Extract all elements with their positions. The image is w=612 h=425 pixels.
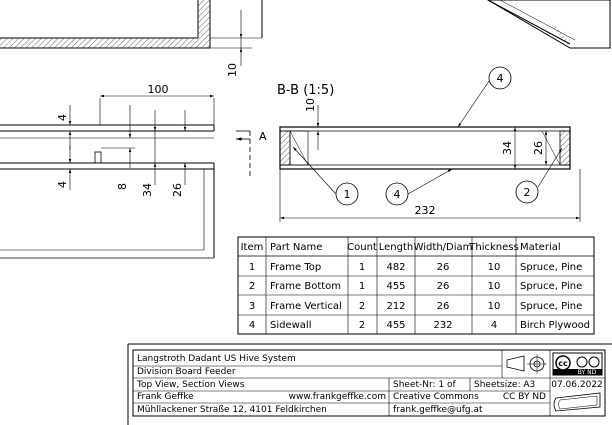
dim-top-10: 10: [226, 63, 239, 77]
section-dim-10: 10: [304, 98, 317, 112]
title-project: Langstroth Dadant US Hive System: [137, 354, 296, 364]
header-thickness: Thickness: [468, 242, 518, 253]
cell: 3: [249, 301, 255, 312]
parts-list-grid: [237, 236, 595, 335]
dim-left-4-top: 4: [56, 114, 69, 121]
cell: Frame Vertical: [270, 301, 342, 312]
cell: 482: [386, 262, 405, 273]
parts-list-row: 3 Frame Vertical 2 212 26 10 Spruce, Pin…: [249, 301, 582, 312]
title-website: www.frankgeffke.com: [289, 392, 386, 402]
header-part-name: Part Name: [270, 242, 322, 253]
title-license-name: Creative Commons: [393, 392, 479, 402]
balloon-4-bottom: 4: [394, 188, 401, 201]
cell: 2: [359, 301, 365, 312]
cell: 10: [488, 281, 501, 292]
cell: 26: [437, 262, 450, 273]
dim-8: 8: [116, 183, 129, 190]
title-author: Frank Geffke: [137, 392, 194, 402]
cell: Spruce, Pine: [520, 301, 582, 312]
dim-26: 26: [171, 183, 184, 197]
cell: 212: [386, 301, 405, 312]
section-view: [279, 66, 581, 222]
upper-partial-view: [0, 0, 263, 66]
cell: 10: [488, 301, 501, 312]
cell: 1: [249, 262, 255, 273]
cell: Spruce, Pine: [520, 262, 582, 273]
cell: 232: [433, 320, 452, 331]
cell: 1: [359, 262, 365, 273]
top-view: [0, 94, 251, 259]
parts-list-row: 4 Sidewall 2 455 232 4 Birch Plywood: [249, 320, 590, 331]
header-item: Item: [241, 242, 264, 253]
title-license-code: CC BY ND: [503, 392, 546, 402]
balloon-4-top: 4: [497, 72, 504, 85]
cell: 455: [386, 320, 405, 331]
parts-list-row: 2 Frame Bottom 1 455 26 10 Spruce, Pine: [249, 281, 582, 292]
cell: Frame Top: [270, 262, 321, 273]
cc-badge-small: BY ND: [578, 369, 597, 376]
cell: Spruce, Pine: [520, 281, 582, 292]
balloon-2: 2: [524, 186, 531, 199]
cc-license-badge-icon: [552, 352, 603, 376]
header-material: Material: [520, 242, 561, 253]
part-sketch-icon: [553, 392, 601, 412]
title-part: Division Board Feeder: [137, 367, 236, 377]
parts-list-row: 1 Frame Top 1 482 26 10 Spruce, Pine: [249, 262, 582, 273]
dim-width-100: 100: [148, 83, 169, 96]
cell: 26: [437, 281, 450, 292]
section-dim-34: 34: [501, 141, 514, 155]
section-title: B-B (1:5): [277, 83, 334, 98]
cell: Sidewall: [270, 320, 312, 331]
title-address: Mühllackener Straße 12, 4101 Feldkirchen: [137, 405, 327, 415]
section-marker-a: A: [259, 130, 267, 143]
projection-symbol-icon: [506, 354, 547, 374]
cell: 4: [249, 320, 255, 331]
title-date: 07.06.2022: [551, 380, 603, 390]
cell: Frame Bottom: [270, 281, 341, 292]
cell: 1: [359, 281, 365, 292]
header-count: Count: [347, 242, 377, 253]
cell: 4: [491, 320, 497, 331]
header-width: Width/Diam: [414, 242, 473, 253]
title-email: frank.geffke@ufg.at: [393, 405, 483, 415]
title-block-frame: [127, 343, 612, 425]
cell: Birch Plywood: [520, 320, 590, 331]
section-dim-26: 26: [532, 141, 545, 155]
header-length: Length: [379, 242, 414, 253]
title-view: Top View, Section Views: [136, 380, 245, 390]
cell: 2: [249, 281, 255, 292]
title-sheet-size: Sheetsize: A3: [474, 380, 535, 390]
section-dim-232: 232: [415, 204, 436, 217]
parts-list-header: Item Part Name Count Length Width/Diam T…: [241, 242, 561, 253]
cell: 10: [488, 262, 501, 273]
cell: 26: [437, 301, 450, 312]
cc-badge-label: cc: [558, 359, 568, 368]
dim-34: 34: [141, 183, 154, 197]
dim-left-4-bottom: 4: [56, 181, 69, 188]
upper-right-partial-object: [487, 0, 611, 49]
balloon-1: 1: [344, 188, 351, 201]
title-sheet-number: Sheet-Nr: 1 of: [393, 380, 457, 390]
cell: 2: [359, 320, 365, 331]
cell: 455: [386, 281, 405, 292]
